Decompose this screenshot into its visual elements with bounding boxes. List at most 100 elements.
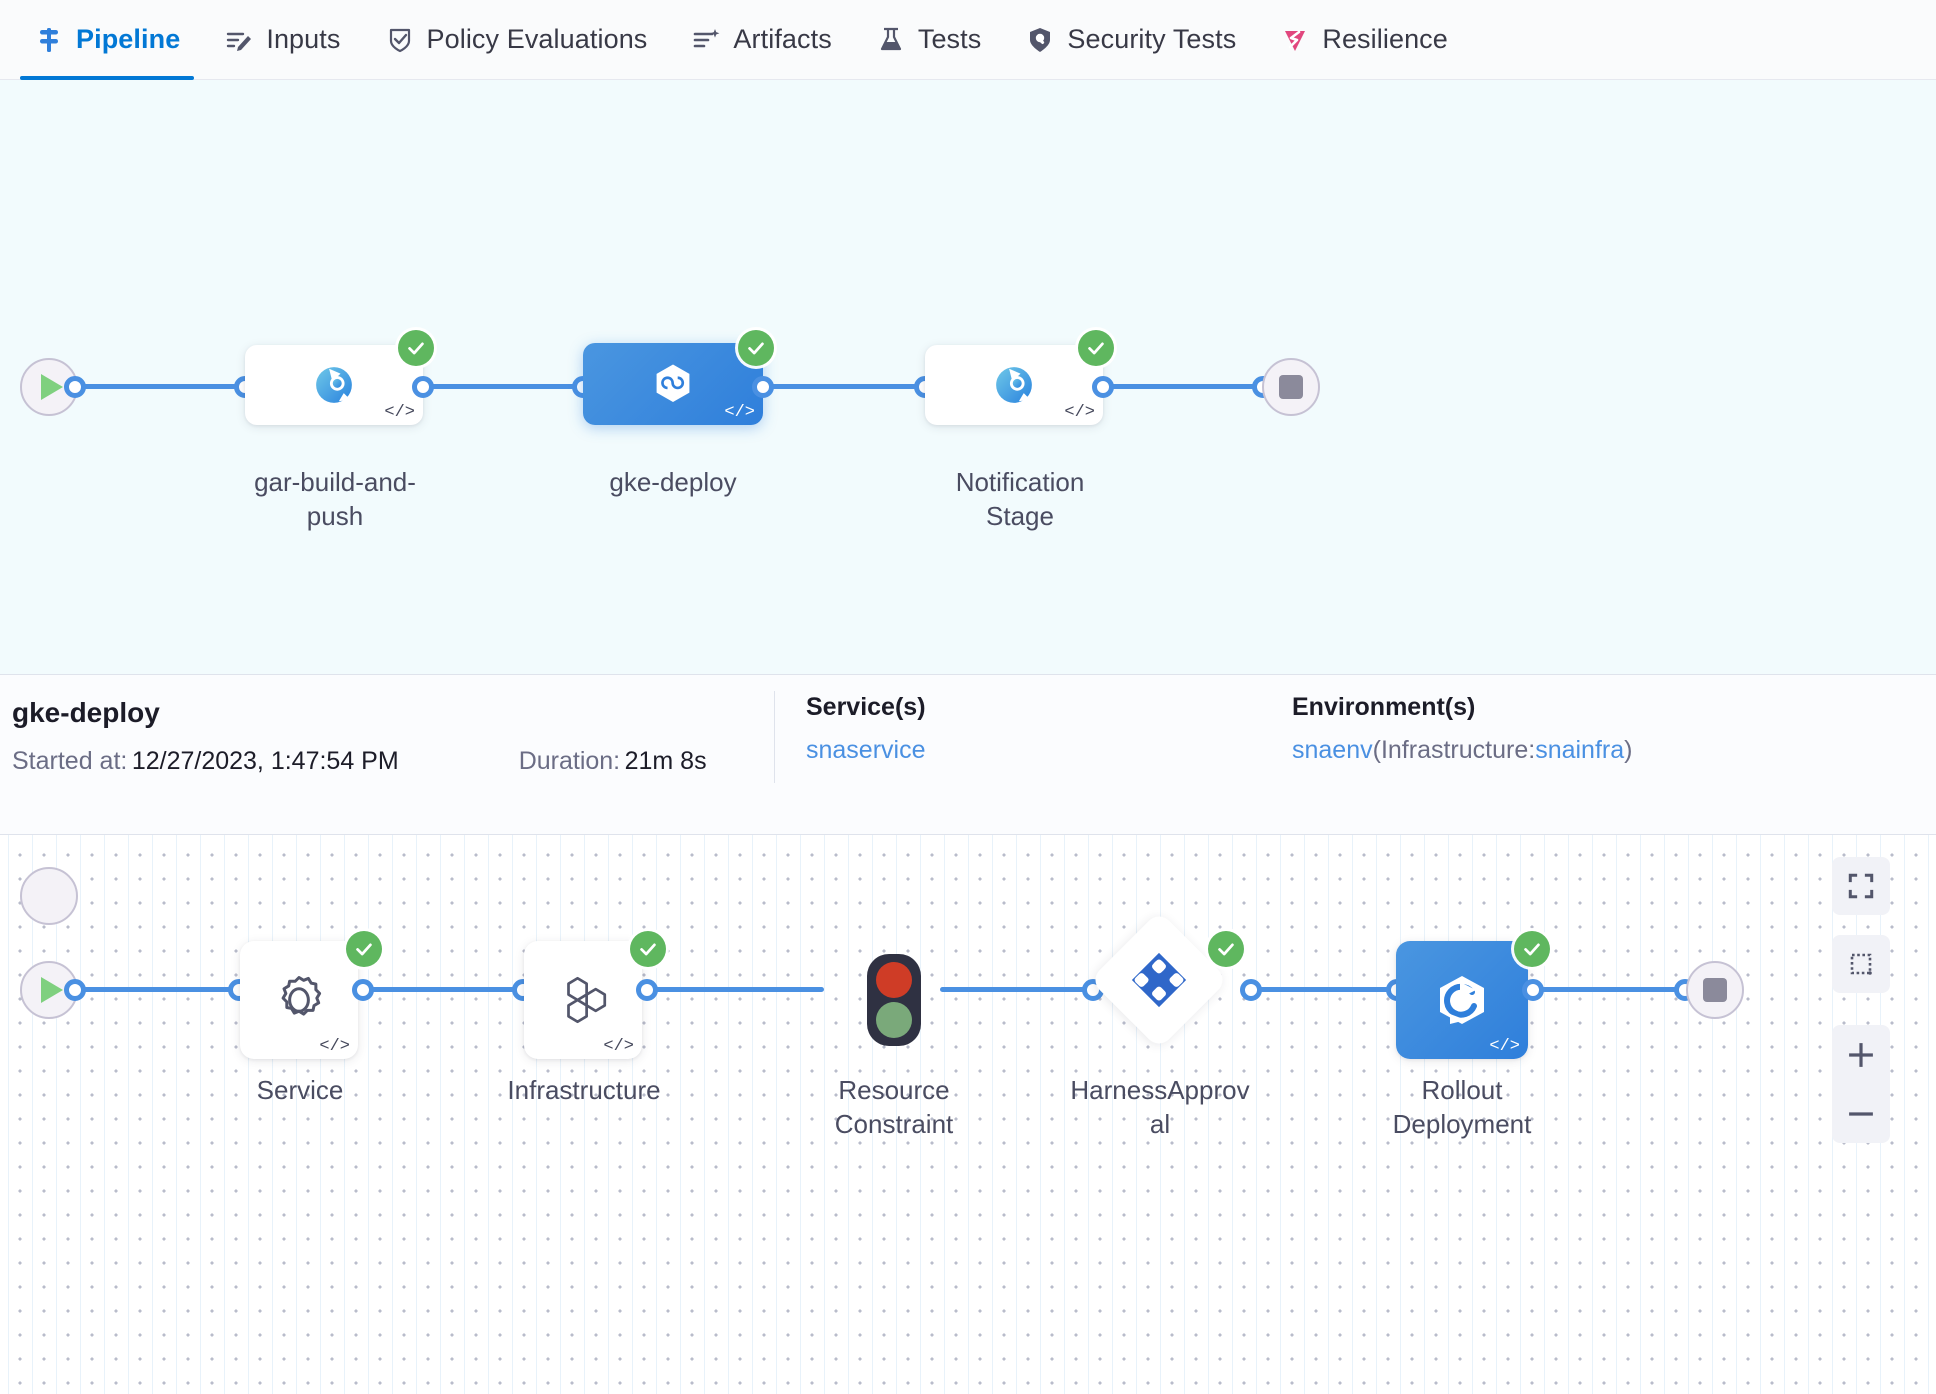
stage-graph-canvas[interactable]: </> Service </> Infrastructure (0, 835, 1936, 1394)
play-icon (41, 977, 63, 1003)
pipeline-graph-canvas[interactable]: </> gar-build-and-push </> gke-deploy (0, 80, 1936, 675)
zoom-in-button[interactable] (1832, 1025, 1890, 1084)
stage-detail-bar: gke-deploy Started at: 12/27/2023, 1:47:… (0, 675, 1936, 835)
status-badge-success (1514, 931, 1550, 967)
edge (430, 384, 580, 389)
status-badge-success (1078, 330, 1114, 366)
code-icon[interactable]: </> (724, 403, 755, 422)
tab-inputs-label: Inputs (266, 24, 341, 54)
step-node-rollout-deployment[interactable]: </> (1396, 941, 1528, 1059)
step-node-resource-constraint[interactable] (848, 941, 940, 1059)
stage-node-gke-deploy[interactable]: </> (583, 343, 763, 425)
code-icon[interactable]: </> (1064, 403, 1095, 422)
expand-icon (1848, 873, 1874, 899)
infrastructure-suffix: ) (1624, 736, 1633, 764)
traffic-light-red (876, 962, 912, 998)
status-badge-success (738, 330, 774, 366)
artifacts-icon (691, 25, 721, 55)
stage-node-notification-stage[interactable]: </> (925, 345, 1103, 425)
tab-bar: Pipeline Inputs Policy Evaluations (0, 0, 1936, 80)
service-link[interactable]: snaservice (806, 736, 926, 764)
stop-icon (1703, 978, 1727, 1002)
ci-build-icon (316, 367, 352, 403)
edge (82, 384, 244, 389)
edge (370, 987, 520, 992)
duration-label: Duration: (518, 747, 621, 775)
services-column: Service(s) snaservice (806, 693, 926, 765)
play-icon (41, 374, 63, 400)
tab-resilience[interactable]: Resilience (1258, 0, 1470, 80)
edge (770, 384, 922, 389)
edge (1110, 384, 1260, 389)
environment-value: snaenv(Infrastructure:snainfra) (1292, 736, 1632, 765)
zoom-in-out-group (1832, 1025, 1890, 1143)
status-badge-success (398, 330, 434, 366)
code-icon[interactable]: </> (1489, 1037, 1520, 1056)
check-icon (640, 943, 656, 956)
duration-value: 21m 8s (624, 747, 707, 775)
rollout-icon (1440, 976, 1484, 1024)
duration: Duration: 21m 8s (519, 747, 707, 776)
zoom-out-button[interactable] (1832, 1084, 1890, 1143)
edge (82, 987, 238, 992)
code-icon[interactable]: </> (603, 1037, 634, 1056)
inputs-icon (224, 25, 254, 55)
edge (654, 987, 824, 992)
check-icon (408, 342, 424, 355)
services-heading: Service(s) (806, 693, 926, 721)
check-icon (1524, 943, 1540, 956)
check-icon (1088, 342, 1104, 355)
security-shield-icon (1025, 25, 1055, 55)
tab-tests-label: Tests (917, 24, 982, 54)
step-label-infrastructure: Infrastructure (507, 1075, 661, 1105)
infrastructure-prefix: (Infrastructure: (1372, 736, 1536, 764)
stage-detail-meta: Started at: 12/27/2023, 1:47:54 PM Durat… (12, 747, 1936, 776)
edge (1540, 987, 1680, 992)
stage-end-node[interactable] (1686, 961, 1744, 1019)
policy-shield-icon (385, 25, 415, 55)
pipeline-icon (34, 25, 64, 55)
environment-link[interactable]: snaenv (1292, 736, 1373, 764)
traffic-light-green (876, 1002, 912, 1038)
tab-tests[interactable]: Tests (854, 0, 1004, 80)
dashed-box-icon (1850, 953, 1872, 975)
select-area-button[interactable] (1832, 935, 1890, 993)
environments-column: Environment(s) snaenv(Infrastructure:sna… (1292, 693, 1632, 765)
code-icon[interactable]: </> (319, 1037, 350, 1056)
check-icon (1218, 943, 1234, 956)
infrastructure-link[interactable]: snainfra (1535, 736, 1625, 764)
tab-security-tests-label: Security Tests (1067, 24, 1237, 54)
edge (940, 987, 1090, 992)
stage-node-gar-build-and-push[interactable]: </> (245, 345, 423, 425)
service-link-wrap: snaservice (806, 736, 926, 765)
tab-security-tests[interactable]: Security Tests (1003, 0, 1258, 80)
status-badge-success (1208, 931, 1244, 967)
status-badge-success (346, 931, 382, 967)
flask-icon (876, 25, 906, 55)
code-icon[interactable]: </> (384, 403, 415, 422)
tab-policy-evaluations[interactable]: Policy Evaluations (363, 0, 670, 80)
stage-start-node[interactable] (20, 867, 78, 925)
step-node-infrastructure[interactable]: </> (524, 941, 642, 1059)
stop-icon (1279, 375, 1303, 399)
status-badge-success (630, 931, 666, 967)
tab-resilience-label: Resilience (1322, 24, 1448, 54)
harness-approval-icon (1131, 952, 1187, 1008)
pipeline-end-node[interactable] (1262, 358, 1320, 416)
fit-to-screen-button[interactable] (1832, 857, 1890, 915)
hexagons-icon (567, 976, 607, 1024)
stage-label-gar-build-and-push: gar-build-and-push (254, 467, 416, 532)
cd-deploy-icon (656, 364, 690, 402)
tab-inputs[interactable]: Inputs (202, 0, 362, 80)
gear-icon (281, 976, 322, 1016)
started-at: Started at: 12/27/2023, 1:47:54 PM (12, 747, 399, 776)
tab-pipeline[interactable]: Pipeline (12, 0, 202, 80)
step-node-service[interactable]: </> (240, 941, 358, 1059)
started-at-value: 12/27/2023, 1:47:54 PM (131, 747, 399, 775)
tab-policy-evaluations-label: Policy Evaluations (426, 24, 648, 54)
resilience-icon (1280, 25, 1310, 55)
tab-artifacts[interactable]: Artifacts (669, 0, 853, 80)
